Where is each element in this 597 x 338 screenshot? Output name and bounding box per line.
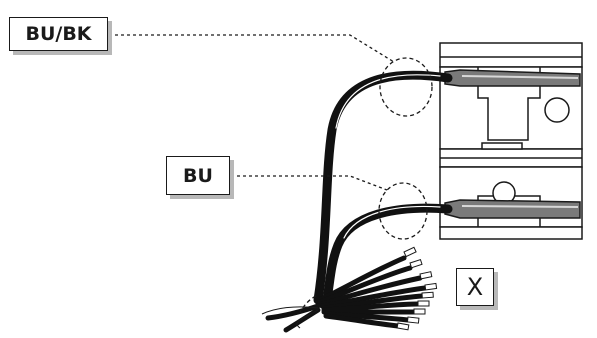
crimp-terminals bbox=[396, 246, 438, 331]
bundle-strand-6 bbox=[321, 301, 421, 313]
leader-line-bubk bbox=[109, 34, 395, 63]
crimp-2 bbox=[409, 258, 423, 269]
leader-line-bu bbox=[231, 175, 388, 191]
upper-recess bbox=[477, 67, 541, 141]
terminal-top bbox=[444, 69, 581, 87]
label-x-marker: X bbox=[456, 268, 494, 306]
crimp-5 bbox=[421, 291, 434, 299]
body-top-cap bbox=[439, 42, 583, 68]
wires bbox=[313, 70, 453, 310]
crimp-8 bbox=[406, 316, 420, 324]
loose-strand-1 bbox=[261, 306, 319, 315]
bundle-strand-5 bbox=[321, 293, 425, 311]
crimp-6 bbox=[417, 300, 430, 307]
body-bottom-cap bbox=[439, 226, 583, 240]
crimp-7 bbox=[413, 308, 426, 315]
leader-lines bbox=[109, 34, 395, 191]
loose-strand-2 bbox=[296, 309, 319, 329]
bundle-strand-9 bbox=[323, 313, 401, 329]
upper-mount-hole bbox=[544, 97, 570, 123]
callout-circles bbox=[299, 57, 433, 313]
bundle-strand-8 bbox=[323, 311, 411, 323]
label-bubk: BU/BK bbox=[9, 17, 108, 51]
wire-bu-sheen bbox=[343, 205, 441, 239]
upper-slot bbox=[481, 142, 523, 150]
terminal-bottom-highlight bbox=[461, 205, 579, 208]
bundle-strand-2 bbox=[317, 265, 413, 305]
terminals bbox=[444, 69, 581, 219]
loose-strands bbox=[261, 306, 319, 329]
crimp-3 bbox=[419, 271, 433, 280]
label-bu: BU bbox=[166, 156, 230, 195]
wire-bu bbox=[321, 203, 453, 310]
terminal-top-highlight bbox=[461, 75, 579, 79]
crimp-1 bbox=[403, 246, 417, 258]
bundle-strand-3 bbox=[319, 275, 423, 307]
callout-circle-top bbox=[379, 57, 433, 117]
wire-bubk-sheen bbox=[335, 74, 441, 129]
bundle-strand-4 bbox=[319, 285, 428, 309]
bundle-strand-1 bbox=[317, 255, 407, 303]
callout-circle-bottom bbox=[378, 182, 428, 240]
terminal-bottom bbox=[444, 199, 581, 219]
wire-bundle bbox=[265, 255, 428, 333]
crimp-9 bbox=[396, 322, 410, 331]
crimp-4 bbox=[424, 282, 438, 291]
bundle-dash bbox=[299, 295, 317, 313]
